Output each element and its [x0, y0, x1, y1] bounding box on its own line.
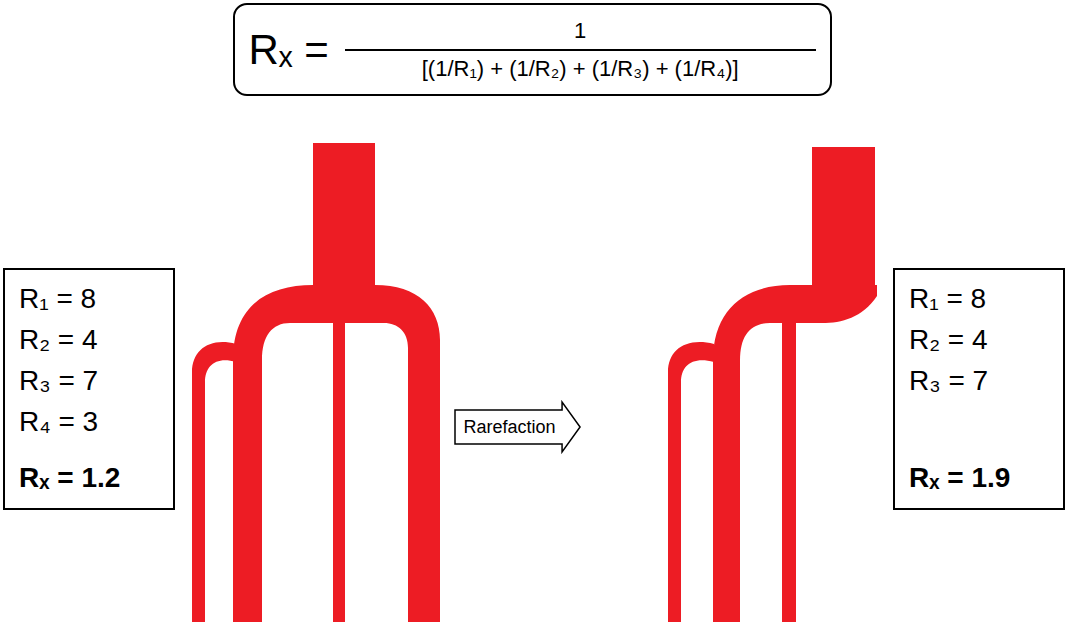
- resistance-value: R₃ = 7: [909, 360, 1049, 401]
- vessel-arch: [233, 285, 440, 622]
- resistance-value: R₁ = 8: [909, 278, 1049, 319]
- vessel-branch: [333, 300, 345, 622]
- fraction-bar: [345, 49, 816, 51]
- vessel-tree-after: [668, 147, 877, 622]
- arrow-shape: [455, 402, 580, 452]
- arrow-label: Rarefaction: [463, 416, 555, 438]
- result-value: Rₓ = 1.2: [19, 457, 159, 498]
- vessel-branch: [782, 300, 796, 622]
- formula-box: Rₓ = 1 [(1/R₁) + (1/R₂) + (1/R₃) + (1/R₄)]: [233, 3, 832, 96]
- fraction: 1 [(1/R₁) + (1/R₂) + (1/R₃) + (1/R₄)]: [345, 17, 816, 83]
- resistance-value: R₁ = 8: [19, 278, 159, 319]
- vessel-trunk: [812, 147, 875, 295]
- fraction-numerator: 1: [574, 17, 586, 45]
- fraction-denominator: [(1/R₁) + (1/R₂) + (1/R₃) + (1/R₄)]: [422, 55, 739, 83]
- rarefaction-arrow: Rarefaction: [454, 401, 581, 453]
- resistance-value: R₂ = 4: [909, 319, 1049, 360]
- vessel-branch: [668, 342, 714, 622]
- resistance-value: R₄ = 3: [19, 401, 159, 442]
- vessel-branch: [192, 342, 236, 622]
- result-value: Rₓ = 1.9: [909, 457, 1049, 498]
- formula-lhs: Rₓ =: [249, 26, 329, 74]
- vessel-arch: [713, 285, 877, 622]
- resistance-value: R₂ = 4: [19, 319, 159, 360]
- vessel-trunk: [313, 143, 375, 295]
- resistance-box: R₁ = 8R₂ = 4R₃ = 7R₄ = 3 Rₓ = 1.2: [3, 268, 175, 510]
- vessel-tree-before: [192, 143, 440, 622]
- resistance-value: R₃ = 7: [19, 360, 159, 401]
- resistance-box: R₁ = 8R₂ = 4R₃ = 7 Rₓ = 1.9: [893, 268, 1065, 510]
